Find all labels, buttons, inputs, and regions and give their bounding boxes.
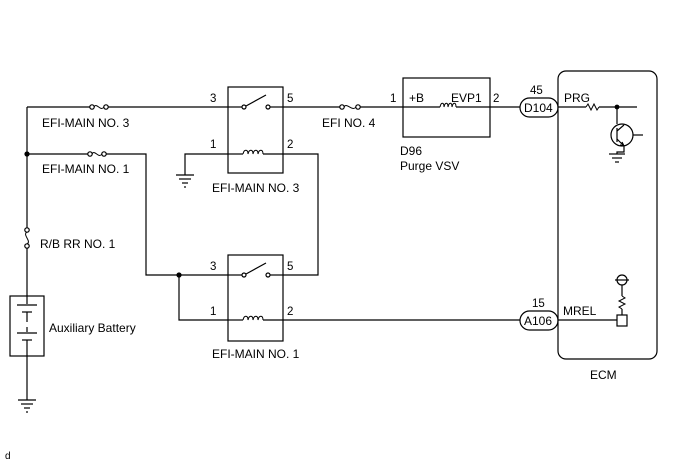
ecm-terminal-mrel: MREL (563, 304, 597, 318)
auxiliary-battery (9, 295, 45, 357)
relay3-pin-2: 2 (287, 139, 293, 151)
fuse-label-efi-main-no1: EFI-MAIN NO. 1 (42, 162, 130, 176)
junction-dot (176, 272, 182, 278)
connector-a106-pin: 15 (532, 298, 545, 310)
fuse-label-efi-no4: EFI NO. 4 (322, 116, 376, 130)
purge-vsv (402, 77, 491, 138)
relay-efi-main-no1 (227, 254, 284, 342)
connector-a106-code: A106 (524, 314, 552, 328)
relay1-label: EFI-MAIN NO. 1 (212, 347, 300, 361)
connector-d104-pin: 45 (530, 85, 543, 97)
ground-icon (18, 399, 36, 413)
fuse-efi-no4 (339, 104, 361, 110)
fuse-label-rb-rr-no1: R/B RR NO. 1 (40, 237, 116, 251)
ecm-mrel-circuit (558, 274, 629, 327)
ecm-terminal-prg: PRG (564, 91, 590, 105)
vsv-pin-1: 1 (390, 93, 396, 105)
relay3-label: EFI-MAIN NO. 3 (212, 181, 300, 195)
fuse-rb-rr-no1 (24, 227, 30, 249)
relay1-pin-3: 3 (210, 261, 216, 273)
relay-efi-main-no3 (227, 86, 284, 174)
vsv-terminal-b: +B (409, 91, 424, 105)
relay3-pin-3: 3 (210, 93, 216, 105)
relay1-pin-2: 2 (287, 306, 293, 318)
vsv-name: Purge VSV (400, 159, 459, 173)
ecm-box (557, 70, 658, 360)
ecm-prg-circuit (558, 102, 643, 163)
ground-icon (176, 174, 194, 188)
connector-d104-code: D104 (524, 101, 553, 115)
wires (26, 106, 520, 400)
vsv-terminal-evp1: EVP1 (451, 91, 482, 105)
relay3-pin-1: 1 (210, 139, 216, 151)
relay1-pin-1: 1 (210, 306, 216, 318)
fuse-efi-main-no1 (87, 151, 107, 157)
ecm-label: ECM (590, 368, 617, 382)
fuse-label-efi-main-no3: EFI-MAIN NO. 3 (42, 116, 130, 130)
vsv-pin-2: 2 (493, 93, 499, 105)
vsv-code: D96 (400, 144, 422, 158)
junction-dot (24, 151, 30, 157)
corner-mark: d (5, 451, 11, 462)
relay1-pin-5: 5 (287, 261, 293, 273)
relay3-pin-5: 5 (287, 93, 293, 105)
battery-label: Auxiliary Battery (49, 321, 136, 335)
fuse-efi-main-no3 (89, 104, 109, 110)
